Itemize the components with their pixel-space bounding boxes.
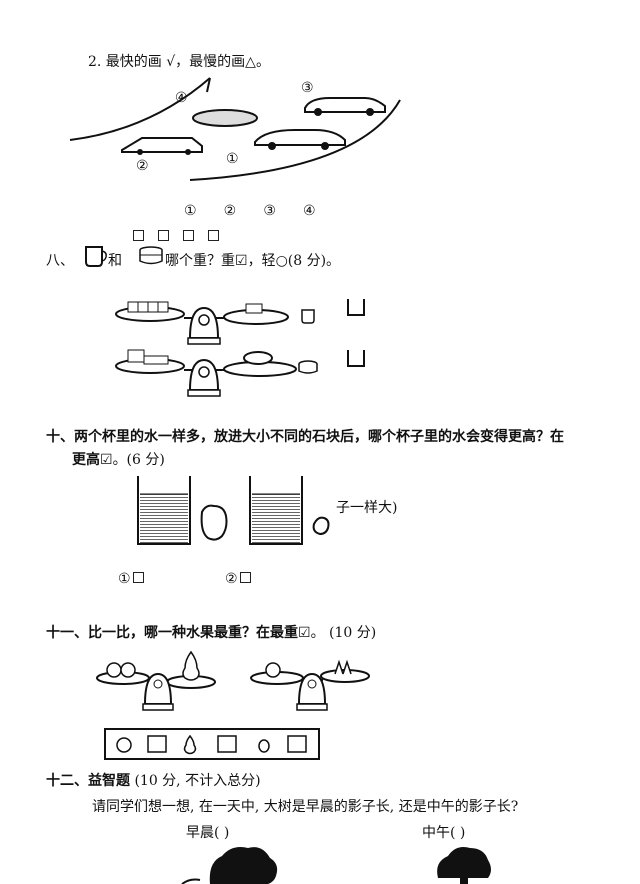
answer-box (217, 735, 237, 753)
q12-heading: 十二、益智题 (10 分, 不计入总分) (46, 773, 261, 789)
can-icon (139, 246, 163, 265)
q8-text-which: 哪个重？重☑，轻○(8 分)。 (165, 253, 341, 269)
cup-icon (85, 246, 107, 267)
fruit-scale-2 (250, 659, 370, 711)
balance-scales-q8 (115, 301, 318, 397)
race-track-illustration (69, 77, 401, 181)
q11-text: 十一、比一比，哪一种水果最重？在最重☑。 (10 分) (46, 625, 377, 641)
q8-answer-box-2[interactable] (347, 350, 365, 367)
q12-morning-label: 早晨( ) (186, 825, 230, 841)
answer-box[interactable] (133, 230, 144, 241)
q2-option-row: ① ② ③ ④ (184, 200, 338, 219)
q2-option-2: ② (223, 203, 237, 219)
answer-box[interactable] (239, 572, 251, 583)
q2-instruction: 2. 最快的画 √，最慢的画△。 (88, 54, 270, 70)
q8-answer-box-1[interactable] (347, 299, 365, 316)
q10-option-1: ① (118, 571, 158, 587)
q2-option-3: ③ (263, 203, 276, 219)
fruit-scales-illustration (96, 650, 370, 711)
q12-question: 请同学们想一想, 在一天中, 大树是早晨的影子长, 还是中午的影子长? (92, 799, 519, 815)
beaker-1 (137, 476, 191, 545)
checkbox-icon: ☑ (235, 253, 248, 269)
beaker-2 (249, 476, 303, 545)
q8-text-and: 和 (108, 253, 122, 269)
car-label-4: ④ (175, 90, 188, 106)
q10-note: 子一样大) (336, 500, 398, 516)
checkbox-icon: ☑ (298, 625, 311, 641)
q11-answer-frame (104, 728, 320, 760)
q2-option-1: ① (184, 203, 197, 219)
scale-1 (115, 301, 289, 345)
answer-box (147, 735, 167, 753)
circle-icon: ○ (275, 253, 288, 269)
car-2-icon (121, 137, 203, 155)
car-label-2: ② (136, 158, 149, 174)
q8-number: 八、 (46, 253, 74, 269)
answer-box[interactable] (208, 230, 219, 241)
answer-box[interactable] (158, 230, 169, 241)
apple-icon (116, 737, 132, 753)
answer-box (287, 735, 307, 753)
q2-option-4: ④ (302, 203, 316, 219)
beakers-illustration (137, 476, 330, 545)
car-label-1: ① (226, 151, 239, 167)
q2-answer-boxes (133, 226, 233, 245)
stone-small-icon (312, 516, 330, 536)
pear-icon (183, 734, 197, 755)
q10-text-line2: 更高☑。(6 分) (72, 452, 165, 468)
fruit-scale-1 (96, 650, 216, 711)
q11-answer-row (116, 734, 307, 755)
checkbox-icon: ☑ (100, 452, 113, 468)
car-middle-icon (192, 109, 258, 127)
small-can-icon (298, 360, 318, 374)
car-label-3: ③ (301, 80, 314, 96)
small-cup-icon (301, 309, 315, 324)
q12-noon-label: 中午( ) (422, 825, 466, 841)
tree-noon-icon (437, 847, 491, 884)
q10-option-2: ② (225, 571, 265, 587)
answer-box[interactable] (183, 230, 194, 241)
scale-2 (115, 349, 297, 397)
stone-large-icon (200, 504, 228, 541)
car-1-icon (254, 129, 346, 150)
strawberry-icon (258, 739, 270, 753)
answer-box[interactable] (132, 572, 144, 583)
car-3-icon (304, 97, 386, 116)
q10-text-line1: 十、两个杯里的水一样多，放进大小不同的石块后，哪个杯子里的水会变得更高？在 (46, 429, 564, 445)
tree-morning-icon (181, 847, 278, 884)
